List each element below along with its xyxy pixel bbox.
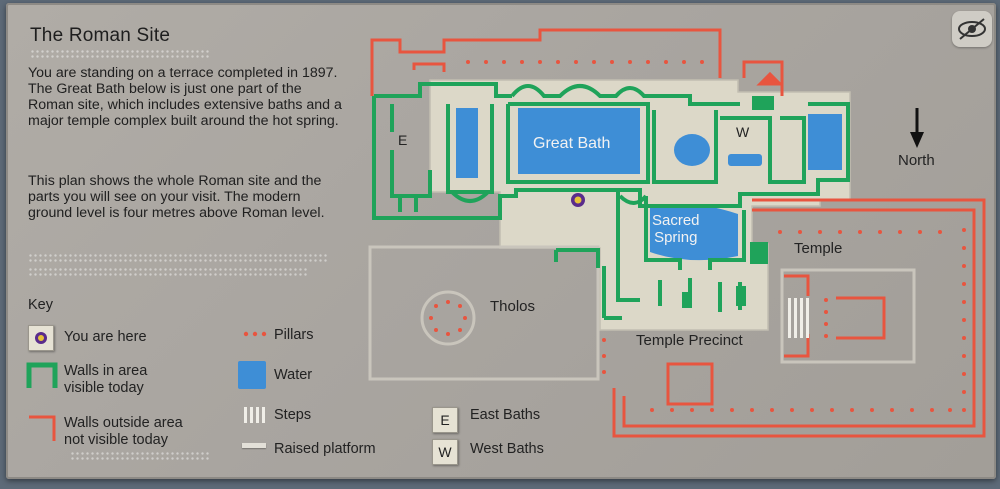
great-bath-label: Great Bath: [533, 135, 611, 152]
west-baths-map-label: W: [736, 124, 750, 140]
visible-wall-blocks: [682, 96, 774, 308]
key-water: Water: [274, 367, 313, 383]
braille-strip: [70, 451, 210, 461]
key-east-baths: East Baths: [470, 407, 541, 423]
tholos-platform: [368, 245, 600, 381]
west-baths-letter: W: [438, 444, 452, 460]
intro-paragraph-1: You are standing on a terrace completed …: [28, 65, 342, 129]
water-swatch: [238, 361, 266, 389]
tholos: [420, 290, 476, 346]
braille-strip: [28, 267, 308, 277]
raised-platform-swatch: [242, 443, 266, 448]
visible-walls: [372, 82, 850, 320]
steps-swatch: [244, 407, 265, 423]
temple-label: Temple: [794, 240, 843, 257]
key-pillars: Pillars: [274, 327, 314, 343]
key-you-are-here: You are here: [64, 329, 147, 345]
north-label: North: [898, 152, 935, 169]
key-walls-visible: Walls in area visible today: [64, 363, 148, 396]
eye-icon: [952, 11, 992, 47]
east-baths-map-label: E: [398, 132, 408, 148]
outside-wall-swatch: [29, 415, 56, 441]
braille-strip: [30, 49, 210, 59]
west-baths-tile: W: [432, 439, 458, 465]
east-baths-tile: E: [432, 407, 458, 433]
east-baths-letter: E: [440, 412, 450, 428]
sacred-spring-label: Sacred Spring: [652, 212, 700, 246]
intro-paragraph-2: This plan shows the whole Roman site and…: [28, 173, 325, 221]
braille-strip: [28, 253, 328, 263]
temple-platform: [780, 268, 916, 364]
temple-precinct-label: Temple Precinct: [636, 332, 743, 349]
pillars-swatch: [243, 331, 267, 337]
you-are-here-marker: [571, 193, 585, 207]
key-raised-platform: Raised platform: [274, 441, 376, 457]
water-areas: [456, 108, 842, 261]
temple-steps: [788, 298, 809, 338]
pillars: [466, 60, 966, 412]
key-west-baths: West Baths: [470, 441, 544, 457]
page-title: The Roman Site: [30, 25, 171, 46]
key-steps: Steps: [274, 407, 312, 423]
key-heading: Key: [28, 297, 53, 313]
visible-wall-swatch: [26, 362, 58, 388]
key-walls-outside: Walls outside area not visible today: [64, 415, 183, 448]
you-are-here-swatch: [28, 325, 54, 351]
north-arrow-icon: [910, 108, 924, 148]
outside-walls: [370, 28, 986, 438]
tholos-label: Tholos: [490, 298, 536, 315]
